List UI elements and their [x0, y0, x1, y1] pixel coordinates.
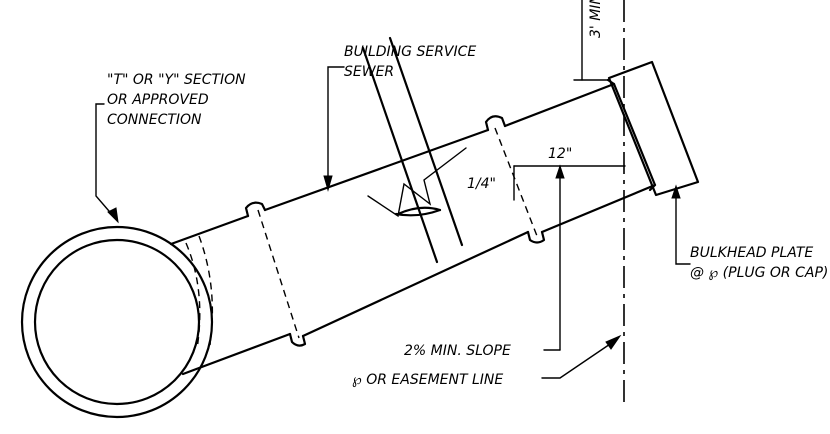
slope-indicator: [513, 164, 626, 351]
easement-label: ℘ OR EASEMENT LINE: [352, 372, 503, 388]
run-label: 12": [548, 146, 572, 162]
tee-label-line3: CONNECTION: [107, 112, 202, 128]
tee-leader: "T" OR "Y" SECTION OR APPROVED CONNECTIO…: [95, 72, 246, 224]
clearance-dimension: 3' MIN.: [573, 0, 609, 81]
service-label-line1: BUILDING SERVICE: [344, 44, 476, 60]
clearance-label: 3' MIN.: [588, 0, 604, 38]
tee-section: [169, 201, 307, 376]
bulkhead-plate: [607, 60, 700, 197]
bulkhead-leader: BULKHEAD PLATE @ ℘ (PLUG OR CAP): [671, 184, 828, 281]
service-leader: BUILDING SERVICE SEWER: [323, 44, 476, 192]
main-sewer-pipe: [20, 225, 214, 419]
bulkhead-label-line2: @ ℘ (PLUG OR CAP): [690, 265, 828, 281]
tee-label-line1: "T" OR "Y" SECTION: [107, 72, 246, 88]
rise-label: 1/4": [467, 176, 496, 192]
bulkhead-label-line1: BULKHEAD PLATE: [690, 245, 813, 261]
property-line: [541, 0, 625, 408]
service-label-line2: SEWER: [344, 64, 394, 80]
break-symbol: [361, 36, 467, 264]
slope-label: 2% MIN. SLOPE: [404, 343, 511, 359]
service-pipe-segment: [257, 115, 546, 339]
tee-label-line2: OR APPROVED: [107, 92, 209, 108]
service-pipe-end: [494, 78, 657, 237]
